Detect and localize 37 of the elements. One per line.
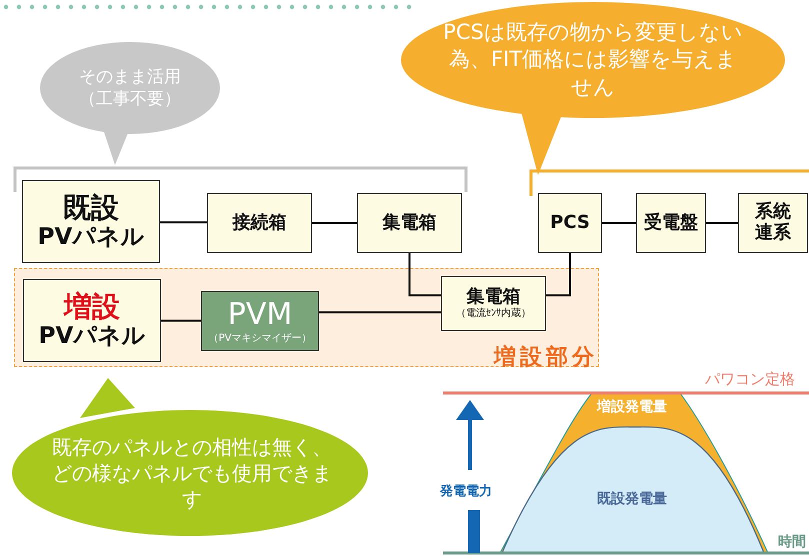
connector-line [319,311,441,314]
switchboard-box [636,193,706,253]
box-label: 増設 [64,291,120,324]
panel-box [22,180,160,263]
connector-line [546,253,571,296]
expansion-region [14,268,599,367]
box-label: 集電箱 [466,287,520,308]
box-label: 系統連系 [754,202,792,244]
box-label: 接続箱 [232,212,286,234]
box-sublabel: （PVマキシマイザー） [208,332,312,344]
area-label: 既設発電量 [597,490,667,508]
connector-line [706,222,738,224]
collector-box [441,276,546,331]
pcs-box [538,193,602,253]
maximizer-box [201,291,319,351]
box-sublabel: （電流ｾﾝｻ内蔵） [456,308,531,320]
rating-label: パワコン定格 [705,370,795,389]
connector-line [161,320,201,322]
box-label: PVM [228,298,292,332]
connector-line [312,222,357,224]
connector-line [602,222,636,224]
axis-label: 時間 [778,533,806,551]
box-sublabel: PVパネル [38,224,144,251]
box-label: PCS [550,212,590,234]
axis-label: 発電電力 [440,483,492,500]
box-label: 集電箱 [382,212,436,234]
box-label: 増設部分 [494,344,598,370]
collector-box [357,193,462,253]
grid-box [738,193,808,253]
connector-line [160,221,207,224]
box-sublabel: PVパネル [38,323,146,350]
junction-box [207,193,312,253]
area-label: 増設発電量 [597,398,667,416]
connector-line [408,253,441,296]
box-label: 受電盤 [644,212,698,234]
box-label: 既設 [63,192,119,224]
panel-box [23,279,161,362]
